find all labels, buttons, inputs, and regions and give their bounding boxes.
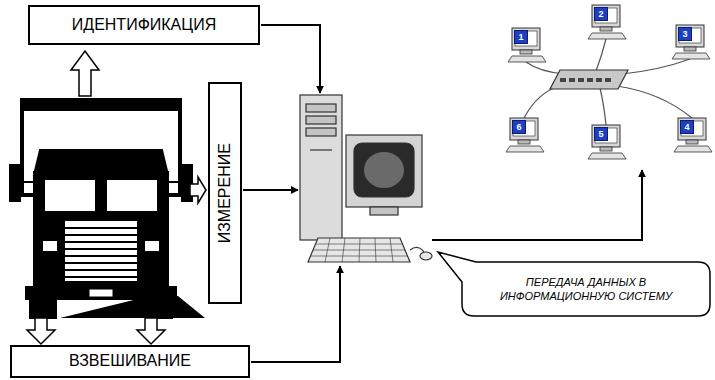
network-pc bbox=[508, 28, 546, 62]
truck-wheel bbox=[146, 298, 172, 318]
mouse bbox=[420, 252, 432, 260]
flow-arrow bbox=[432, 170, 642, 240]
callout-number: 2 bbox=[594, 7, 608, 21]
network-pc bbox=[588, 125, 626, 159]
box-label: ВЗВЕШИВАНИЕ bbox=[69, 352, 191, 370]
callout-bubble: ПЕРЕДАЧА ДАННЫХ В ИНФОРМАЦИОННУЮ СИСТЕМУ bbox=[462, 262, 710, 316]
drive-bay bbox=[306, 104, 336, 112]
truck-window bbox=[44, 179, 96, 212]
network-pc bbox=[674, 118, 712, 152]
headlight bbox=[42, 240, 58, 252]
block-arrow-down bbox=[27, 318, 55, 344]
callout-number: 1 bbox=[514, 30, 528, 44]
box-label: ИДЕНТИФИКАЦИЯ bbox=[72, 16, 216, 34]
flow-arrow bbox=[243, 189, 298, 191]
pc-tower bbox=[300, 95, 342, 240]
truck-mirror bbox=[10, 165, 20, 201]
callout-shape bbox=[438, 252, 710, 316]
process-box: ВЗВЕШИВАНИЕ bbox=[10, 345, 250, 378]
keyboard bbox=[308, 238, 410, 262]
truck-grille bbox=[64, 220, 138, 282]
monitor-stand bbox=[370, 207, 398, 215]
block-arrows bbox=[27, 51, 206, 344]
truck-illustration bbox=[10, 100, 205, 318]
network-hub bbox=[550, 70, 628, 89]
truck-cargo-trim bbox=[22, 100, 180, 110]
network-pc bbox=[588, 5, 626, 39]
callout-outline bbox=[462, 262, 710, 316]
hub-ports bbox=[560, 78, 611, 82]
flow-arrow bbox=[261, 25, 320, 93]
truck-cab bbox=[34, 172, 168, 288]
truck-window bbox=[106, 179, 158, 212]
monitor-screen bbox=[354, 143, 414, 197]
tower-slot bbox=[310, 149, 332, 150]
callout-text: ПЕРЕДАЧА ДАННЫХ В ИНФОРМАЦИОННУЮ СИСТЕМУ bbox=[462, 275, 710, 304]
computer-illustration bbox=[300, 95, 432, 262]
network-illustration bbox=[506, 5, 712, 159]
drive-bay bbox=[306, 116, 336, 124]
process-box: ИЗМЕРЕНИЕ bbox=[208, 82, 242, 304]
network-cables bbox=[524, 39, 692, 125]
flow-arrow bbox=[251, 266, 340, 362]
block-arrow-up bbox=[71, 51, 99, 96]
callout-number: 6 bbox=[512, 120, 526, 134]
callout-number: 4 bbox=[680, 120, 694, 134]
grille-bars bbox=[64, 228, 138, 277]
truck-wheel bbox=[30, 298, 56, 318]
screen-glare bbox=[364, 152, 404, 188]
license-plate bbox=[89, 289, 113, 297]
block-arrow-right bbox=[190, 177, 206, 203]
drive-bay bbox=[306, 128, 336, 136]
monitor bbox=[346, 135, 422, 207]
block-arrow-down bbox=[137, 318, 165, 344]
box-label: ИЗМЕРЕНИЕ bbox=[216, 143, 234, 243]
callout-number: 3 bbox=[678, 27, 692, 41]
keyboard-keys bbox=[311, 238, 408, 262]
network-pc bbox=[506, 118, 544, 152]
mouse-cord bbox=[410, 247, 424, 252]
headlight bbox=[144, 240, 160, 252]
process-box: ИДЕНТИФИКАЦИЯ bbox=[28, 5, 260, 45]
callout-number: 5 bbox=[594, 127, 608, 141]
network-pc bbox=[672, 25, 710, 59]
